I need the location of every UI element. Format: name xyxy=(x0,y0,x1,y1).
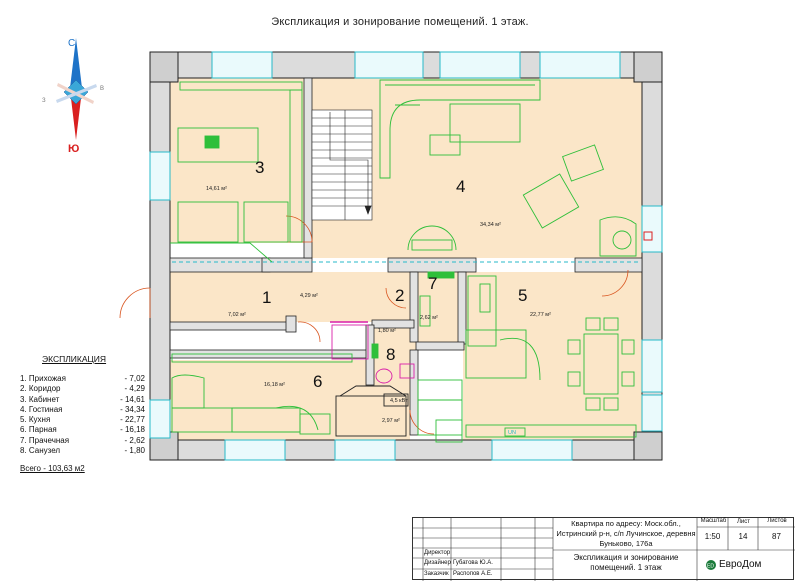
legend-item: 7. Прачечная- 2,62 xyxy=(20,435,145,445)
room-8-number: 8 xyxy=(386,345,396,364)
legend-item: 1. Прихожая- 7,02 xyxy=(20,374,145,383)
sheet-count: 87 xyxy=(772,532,781,541)
heater-power: 4,5 кВт xyxy=(390,398,408,404)
room-8-area: 1,80 м² xyxy=(378,328,396,334)
director-label: Директор xyxy=(424,550,451,556)
room-6-number: 6 xyxy=(313,372,323,391)
legend-item: 3. Кабинет- 14,61 xyxy=(20,394,145,404)
legend-total: Всего - 103,63 м2 xyxy=(20,464,85,474)
legend-item: 5. Кухня- 22,77 xyxy=(20,415,145,425)
legend-item: 6. Парная- 16,18 xyxy=(20,425,145,435)
room-3-area: 14,61 м² xyxy=(206,186,227,192)
compass-west-label: З xyxy=(42,98,46,104)
room-4-area: 34,34 м² xyxy=(480,222,501,228)
legend-item: 8. Санузел- 1,80 xyxy=(20,446,145,456)
room-5-area: 22,77 м² xyxy=(530,312,551,318)
plan-title: Экспликация и зонирование помещений. 1 э… xyxy=(271,16,529,28)
company-logo-mark: ED xyxy=(707,564,714,570)
client-name: Распопов А.Е. xyxy=(453,571,493,577)
corridor-area: 4,29 м² xyxy=(300,293,318,299)
room-7-area: 2,62 м² xyxy=(420,315,438,321)
title-block: ED Директор Дизайнер Губатова Ю.А. Заказ… xyxy=(412,517,795,581)
client-label: Заказчик xyxy=(424,571,449,577)
room-6-area: 16,18 м² xyxy=(264,382,285,388)
legend-item: 4. Гостиная- 34,34 xyxy=(20,404,145,414)
company-name: ЕвроДом xyxy=(719,559,762,570)
room-5-number: 5 xyxy=(518,286,528,305)
legend-heading: ЭКСПЛИКАЦИЯ xyxy=(42,354,107,364)
corner-columns xyxy=(149,51,663,461)
compass-south-arrow xyxy=(70,90,82,140)
compass-north-label: С xyxy=(68,38,75,49)
project-address: Квартира по адресу: Моск.обл., Истрински… xyxy=(556,519,696,548)
room-5-floor xyxy=(463,272,643,454)
room-2-number: 2 xyxy=(395,286,405,305)
scale-value: 1:50 xyxy=(704,532,721,541)
compass-east-label: В xyxy=(100,86,104,92)
room-8-floor xyxy=(372,325,417,385)
room-7-number: 7 xyxy=(428,274,438,293)
compass-south-label: Ю xyxy=(68,143,79,155)
legend-item: 2. Коридор- 4,29 xyxy=(20,384,145,394)
designer-label: Дизайнер xyxy=(424,560,451,566)
room-1-number: 1 xyxy=(262,288,272,307)
explication-legend: ЭКСПЛИКАЦИЯ 1. Прихожая- 7,02 2. Коридор… xyxy=(20,354,145,473)
compass-north-arrow xyxy=(70,38,82,88)
sheet-label: Лист xyxy=(736,519,751,525)
designer-name: Губатова Ю.А. xyxy=(453,560,493,566)
room-3-floor xyxy=(170,78,312,243)
staircase xyxy=(311,109,373,221)
room-1-area: 7,02 м² xyxy=(228,312,246,318)
doors xyxy=(119,215,629,435)
compass-rose: С Ю В З xyxy=(42,38,104,155)
room-7-floor xyxy=(415,272,463,342)
company-logo-icon xyxy=(706,560,716,570)
sheets-label: Листов xyxy=(767,518,787,524)
room-3-number: 3 xyxy=(255,158,265,177)
furniture xyxy=(170,79,637,443)
room-4-number: 4 xyxy=(456,177,466,196)
room-1-floor xyxy=(170,272,290,322)
windows xyxy=(149,51,663,461)
sheet-number: 14 xyxy=(738,532,748,541)
sheet-title: Экспликация и зонирование помещений. 1 э… xyxy=(573,553,679,572)
steam-room-area: 2,97 м² xyxy=(382,418,400,424)
heater-marker xyxy=(643,231,653,241)
appliance-label: UN xyxy=(508,430,516,436)
scale-label: Масштаб xyxy=(700,518,727,524)
room-2-floor xyxy=(290,272,415,322)
